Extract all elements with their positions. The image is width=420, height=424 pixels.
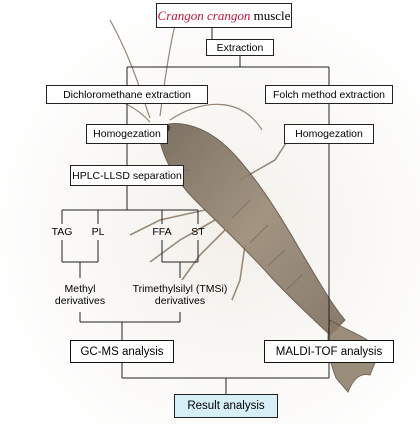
result-box: Result analysis xyxy=(174,394,278,418)
fraction-st: ST xyxy=(191,226,205,238)
homogenization-right-box: Homogezation xyxy=(284,124,374,144)
tmsi-line2: derivatives xyxy=(154,295,206,307)
maldi-box: MALDI-TOF analysis xyxy=(264,340,394,363)
fraction-tag: TAG xyxy=(51,226,73,238)
homogenization-left-box: Homogezation xyxy=(86,124,168,144)
methyl-line2: derivatives xyxy=(54,295,106,307)
methyl-line1: Methyl xyxy=(64,283,96,295)
folch-box: Folch method extraction xyxy=(265,85,393,104)
dichloromethane-box: Dichloromethane extraction xyxy=(46,85,208,104)
hplc-box: HPLC-LLSD separation xyxy=(70,165,184,186)
title-suffix: muscle xyxy=(250,7,291,23)
methyl-derivatives-label: Methyl derivatives xyxy=(40,283,120,307)
gcms-box: GC-MS analysis xyxy=(70,340,174,363)
title-species: Crangon crangon xyxy=(157,7,251,23)
fraction-pl: PL xyxy=(91,226,105,238)
tmsi-line1: Trimethylsilyl (TMSi) xyxy=(132,283,228,295)
extraction-box: Extraction xyxy=(206,39,274,56)
title-box: Crangon crangon muscle xyxy=(156,3,292,28)
fraction-ffa: FFA xyxy=(152,226,172,238)
tmsi-derivatives-label: Trimethylsilyl (TMSi) derivatives xyxy=(120,283,240,307)
